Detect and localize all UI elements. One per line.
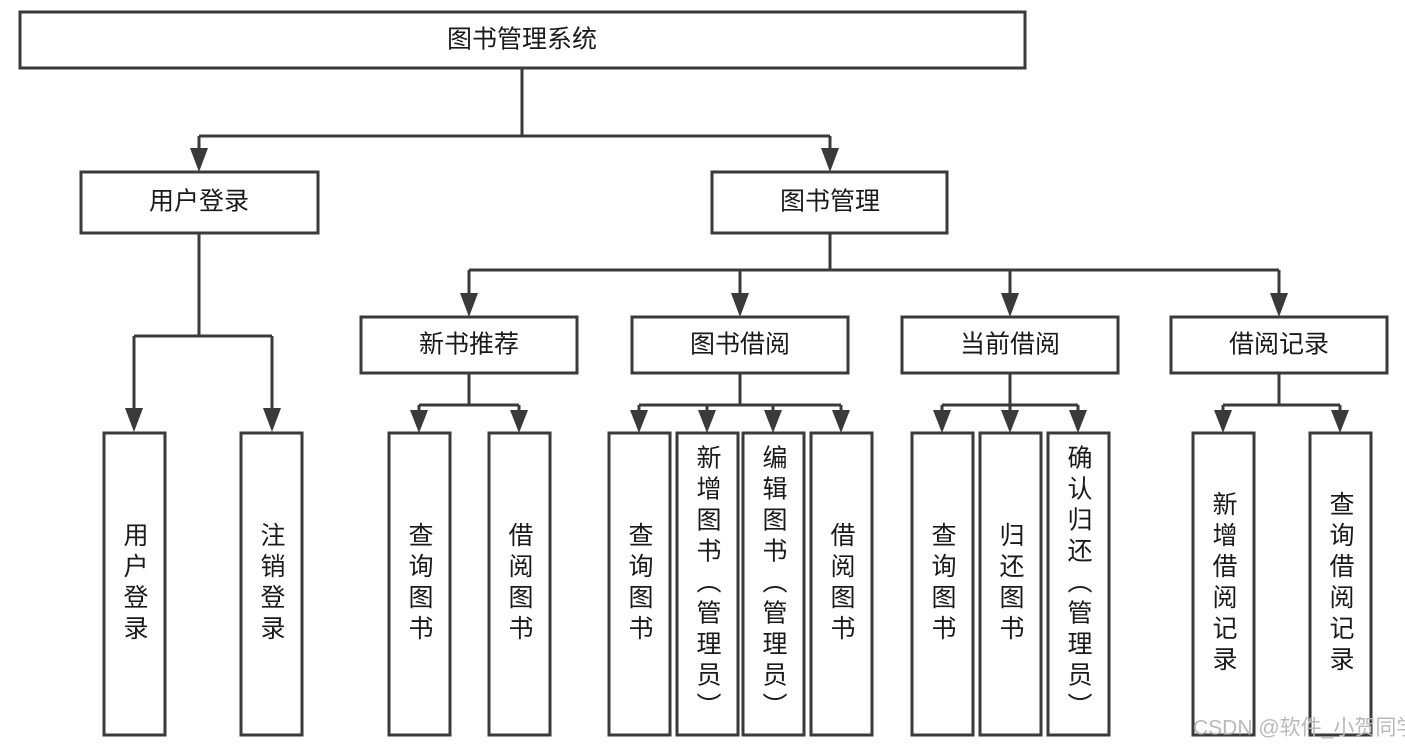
node-root-box[interactable]: [18, 10, 1027, 70]
leaf-logout[interactable]: 注销登录: [239, 431, 304, 737]
node-book-borrow[interactable]: 图书借阅: [630, 315, 850, 375]
leaf-nb-borrow-book[interactable]: 借阅图书: [487, 431, 552, 737]
node-root[interactable]: 图书管理系统: [18, 10, 1027, 70]
arrow-head-leaf-logout: [263, 408, 281, 432]
leaf-bb-add-book-label: 新增图书（管理员）: [693, 445, 722, 724]
leaf-br-add-record[interactable]: 新增借阅记录: [1191, 431, 1256, 737]
leaf-user-login-label: 用户登录: [120, 522, 149, 646]
node-current-borrow[interactable]: 当前借阅: [900, 315, 1120, 375]
leaf-cb-return-book-label: 归还图书: [996, 522, 1025, 646]
node-new-book-recommend[interactable]: 新书推荐: [359, 315, 579, 375]
leaf-bb-borrow-book-box[interactable]: [809, 431, 874, 737]
node-current-borrow-label: 当前借阅: [960, 331, 1060, 359]
leaf-bb-edit-book-box[interactable]: [741, 431, 806, 737]
leaf-bb-borrow-book[interactable]: 借阅图书: [809, 431, 874, 737]
node-book-borrow-label: 图书借阅: [690, 331, 790, 359]
node-user-login-box[interactable]: [79, 170, 320, 235]
leaf-cb-query-book[interactable]: 查询图书: [910, 431, 975, 737]
leaf-bb-query-book-label: 查询图书: [625, 522, 654, 646]
arrow-head-bb-add: [698, 410, 716, 433]
node-borrow-record-box[interactable]: [1169, 315, 1389, 375]
leaf-nb-query-book[interactable]: 查询图书: [387, 431, 452, 737]
node-book-management-label: 图书管理: [780, 188, 880, 216]
watermark: CSDN @软件_小贺同学: [1193, 717, 1405, 740]
node-user-login[interactable]: 用户登录: [79, 170, 320, 235]
node-borrow-record[interactable]: 借阅记录: [1169, 315, 1389, 375]
arrow-head-cb-confirm: [1069, 410, 1087, 433]
leaf-nb-borrow-book-box[interactable]: [487, 431, 552, 737]
leaf-bb-add-book[interactable]: 新增图书（管理员）: [675, 431, 740, 737]
arrow-head-borrow-record: [1270, 293, 1288, 317]
leaf-nb-query-book-label: 查询图书: [405, 522, 434, 646]
leaf-bb-query-book[interactable]: 查询图书: [607, 431, 672, 737]
node-book-management-box[interactable]: [710, 170, 949, 235]
arrow-head-user-login: [190, 148, 208, 172]
leaf-user-login[interactable]: 用户登录: [102, 431, 167, 737]
node-user-login-label: 用户登录: [149, 188, 249, 216]
leaf-br-query-record-box[interactable]: [1308, 431, 1373, 737]
arrow-head-br-add: [1214, 410, 1232, 433]
node-borrow-record-label: 借阅记录: [1229, 331, 1329, 359]
node-current-borrow-box[interactable]: [900, 315, 1120, 375]
arrow-head-current-borrow: [1001, 293, 1019, 317]
leaf-cb-return-book[interactable]: 归还图书: [978, 431, 1043, 737]
leaf-bb-query-book-box[interactable]: [607, 431, 672, 737]
leaf-br-query-record-label: 查询借阅记录: [1326, 491, 1355, 677]
leaf-bb-add-book-box[interactable]: [675, 431, 740, 737]
leaf-user-login-box[interactable]: [102, 431, 167, 737]
leaf-logout-label: 注销登录: [257, 522, 286, 646]
leaf-cb-query-book-box[interactable]: [910, 431, 975, 737]
node-root-label: 图书管理系统: [447, 26, 597, 54]
leaf-cb-query-book-label: 查询图书: [928, 522, 957, 646]
leaf-bb-edit-book-label: 编辑图书（管理员）: [759, 445, 788, 724]
arrow-head-bb-query: [630, 410, 648, 433]
leaf-bb-borrow-book-label: 借阅图书: [827, 522, 856, 646]
node-new-book-recommend-label: 新书推荐: [419, 331, 519, 359]
arrow-head-nb-query: [410, 410, 428, 433]
arrow-head-bb-borrow: [832, 410, 850, 433]
arrow-head-cb-return: [1001, 410, 1019, 433]
arrow-head-bb-edit: [764, 410, 782, 433]
leaf-cb-confirm-return[interactable]: 确认归还（管理员）: [1046, 431, 1111, 737]
arrow-head-new-book: [460, 293, 478, 317]
leaf-nb-borrow-book-label: 借阅图书: [505, 522, 534, 646]
leaf-br-add-record-label: 新增借阅记录: [1209, 491, 1238, 677]
leaf-logout-box[interactable]: [239, 431, 304, 737]
connector-layer: [125, 68, 1349, 433]
node-book-management[interactable]: 图书管理: [710, 170, 949, 235]
leaf-cb-return-book-box[interactable]: [978, 431, 1043, 737]
leaf-cb-confirm-return-label: 确认归还（管理员）: [1064, 445, 1093, 724]
leaf-br-query-record[interactable]: 查询借阅记录: [1308, 431, 1373, 737]
node-new-book-recommend-box[interactable]: [359, 315, 579, 375]
arrow-head-leaf-user-login: [125, 408, 143, 432]
leaf-bb-edit-book[interactable]: 编辑图书（管理员）: [741, 431, 806, 737]
leaf-nb-query-book-box[interactable]: [387, 431, 452, 737]
leaf-br-add-record-box[interactable]: [1191, 431, 1256, 737]
arrow-head-book-borrow: [731, 293, 749, 317]
arrow-head-br-query: [1331, 410, 1349, 433]
arrow-head-book-mgmt: [821, 148, 839, 172]
node-book-borrow-box[interactable]: [630, 315, 850, 375]
arrow-head-nb-borrow: [510, 410, 528, 433]
arrow-head-cb-query: [933, 410, 951, 433]
leaf-cb-confirm-return-box[interactable]: [1046, 431, 1111, 737]
